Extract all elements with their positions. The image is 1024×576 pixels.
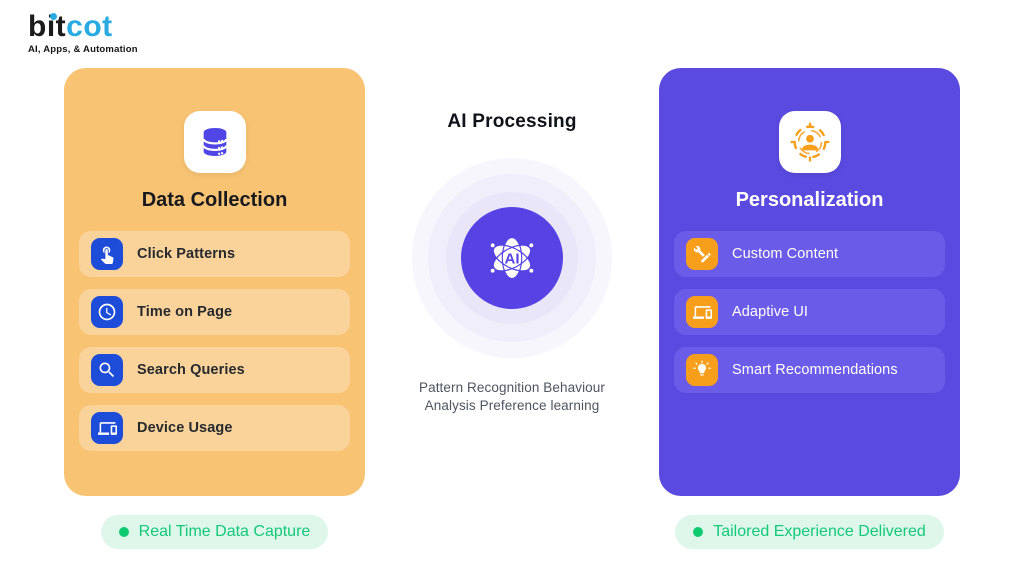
logo-text-bit: bit	[28, 10, 67, 43]
logo-wordmark: bitcot	[28, 10, 138, 44]
badge-label: Real Time Data Capture	[138, 523, 311, 540]
caption-line-2: Analysis Preference learning	[424, 397, 600, 413]
status-badge-realtime: Real Time Data Capture	[100, 515, 329, 549]
list-item-click-patterns: Click Patterns	[79, 231, 350, 277]
list-item-label: Custom Content	[732, 246, 839, 262]
logo: bitcot AI, Apps, & Automation	[28, 10, 138, 55]
list-item-search-queries: Search Queries	[79, 347, 350, 393]
ai-circle: AI	[461, 207, 563, 309]
green-dot-icon	[118, 527, 129, 537]
person-target-icon	[790, 122, 829, 162]
list-item-label: Device Usage	[137, 420, 233, 436]
click-touch-icon	[91, 238, 123, 270]
tools-icon	[686, 238, 718, 270]
list-item-device-usage: Device Usage	[79, 405, 350, 451]
list-item-label: Click Patterns	[137, 246, 236, 262]
logo-tagline: AI, Apps, & Automation	[28, 44, 138, 55]
list-item-label: Time on Page	[137, 304, 233, 320]
list-item-label: Smart Recommendations	[732, 362, 898, 378]
person-target-icon-tile	[778, 111, 841, 173]
ai-atom-icon: AI	[490, 236, 534, 280]
right-badge-row: Tailored Experience Delivered	[659, 515, 960, 549]
ai-processing-caption: Pattern Recognition Behaviour Analysis P…	[377, 379, 647, 414]
logo-text-cot: cot	[66, 10, 113, 43]
list-item-adaptive-ui: Adaptive UI	[674, 289, 945, 335]
data-collection-list: Click Patterns Time on Page Search Queri…	[64, 231, 365, 451]
personalization-panel: Personalization Custom Content Adaptive …	[659, 68, 960, 496]
data-collection-panel: Data Collection Click Patterns Time on P…	[64, 68, 365, 496]
search-icon	[91, 354, 123, 386]
list-item-label: Search Queries	[137, 362, 245, 378]
badge-label: Tailored Experience Delivered	[713, 523, 926, 540]
logo-i-dot-icon	[49, 13, 57, 20]
ai-processing-title: AI Processing	[447, 111, 577, 132]
database-icon-tile	[183, 111, 246, 173]
devices-icon	[91, 412, 123, 444]
svg-text:AI: AI	[504, 250, 519, 267]
personalization-list: Custom Content Adaptive UI	[659, 231, 960, 393]
list-item-label: Adaptive UI	[732, 304, 809, 320]
caption-line-1: Pattern Recognition Behaviour	[418, 380, 605, 395]
green-dot-icon	[693, 527, 704, 537]
database-icon	[202, 127, 227, 157]
list-item-time-on-page: Time on Page	[79, 289, 350, 335]
list-item-custom-content: Custom Content	[674, 231, 945, 277]
clock-icon	[91, 296, 123, 328]
lightbulb-icon	[686, 354, 718, 386]
status-badge-tailored: Tailored Experience Delivered	[675, 515, 944, 549]
list-item-smart-recommendations: Smart Recommendations	[674, 347, 945, 393]
panel-title-personalization: Personalization	[735, 189, 884, 211]
panel-title-data-collection: Data Collection	[141, 189, 288, 211]
devices-icon	[686, 296, 718, 328]
left-badge-row: Real Time Data Capture	[64, 515, 365, 549]
